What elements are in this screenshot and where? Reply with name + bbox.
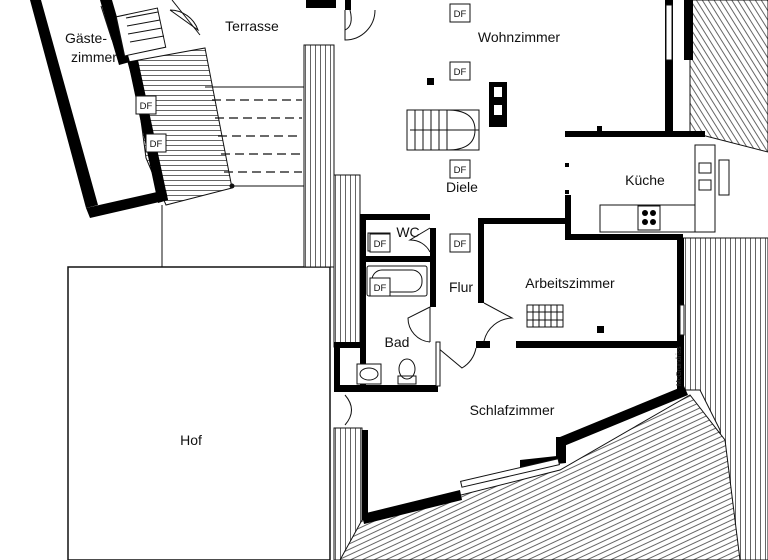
room-label-diele: Diele: [446, 179, 478, 195]
room-label-gaeste-2: zimmer: [71, 49, 117, 65]
wall-terrace-post: [345, 0, 351, 10]
wall-terrace-top: [306, 0, 336, 8]
roof-window-df-6: DF: [369, 277, 391, 297]
roof-central-strip-lower: [333, 174, 361, 348]
wall-bath-inner-vert: [334, 342, 340, 392]
wall-wc-bath-divider: [362, 256, 436, 262]
roof-window-df-5: DF: [369, 233, 391, 253]
door-courtyard: [344, 394, 352, 426]
door-work: [483, 302, 514, 342]
room-label-arbeitszimmer: Arbeitszimmer: [525, 275, 615, 291]
roof-window-df-7: DF: [135, 95, 157, 115]
toilet: [397, 358, 417, 385]
door-wc: [408, 227, 431, 253]
wall-sleep-diagonal: [362, 490, 462, 524]
wall-sleep-right-vert: [677, 348, 684, 392]
room-label-bad: Bad: [385, 334, 410, 350]
column-kitchen-1: [597, 126, 602, 131]
roof-window-df-4: DF: [449, 233, 471, 253]
wall-bath-inner: [334, 342, 360, 348]
door-guest-room: [169, 0, 201, 36]
credit-mark: McGrundriss: [676, 346, 683, 386]
roof-window-df-8: DF: [145, 133, 167, 153]
wall-kitchen-left: [565, 195, 571, 240]
df-label: DF: [454, 165, 467, 176]
df-label: DF: [454, 67, 467, 78]
door-sleep: [435, 341, 477, 387]
wall-wc-right: [430, 228, 436, 258]
terrace-pergola: [205, 86, 304, 189]
roof-top-right: [689, 0, 768, 153]
window-guest-room: [100, 5, 113, 41]
wall-bath-left: [360, 214, 366, 392]
wall-work-right: [677, 238, 684, 348]
df-label: DF: [150, 139, 163, 150]
door-terrace: [344, 9, 376, 41]
column-work: [597, 326, 604, 333]
df-label: DF: [374, 283, 387, 294]
wall-bath-right: [430, 262, 436, 307]
door-terrace-2: [344, 9, 352, 31]
df-label: DF: [454, 9, 467, 20]
room-label-kueche: Küche: [625, 172, 665, 188]
wall-living-top-right: [684, 0, 693, 60]
room-label-hof: Hof: [180, 432, 202, 448]
door-bath: [407, 306, 431, 343]
window-sleep-bottom: [460, 458, 560, 488]
room-label-wc: WC: [396, 224, 419, 240]
column-living: [427, 78, 434, 85]
roof-bottom-diagonal: [339, 394, 741, 560]
wall-flur-bottom: [476, 341, 490, 348]
room-label-terrasse: Terrasse: [225, 18, 279, 34]
wall-kitchen-top: [565, 131, 705, 137]
staircase-guest: [115, 7, 167, 57]
window-work-right: [679, 304, 685, 336]
wall-work-left: [478, 218, 484, 303]
column-kitchen-2: [565, 163, 569, 167]
ladder-work: [526, 304, 564, 328]
wall-bath-bottom: [334, 385, 438, 392]
wall-kitchen-bottom: [565, 234, 683, 240]
wall-guest-outer-left: [30, 0, 98, 208]
roof-central-strip-upper: [303, 44, 335, 268]
wall-work-top: [478, 218, 568, 224]
column-kitchen-3: [565, 190, 569, 194]
wall-sleep-diagonal-2: [560, 386, 688, 446]
roof-window-df-2: DF: [449, 61, 471, 81]
window-living-top: [665, 4, 673, 61]
df-label: DF: [454, 239, 467, 250]
room-label-wohnzimmer: Wohnzimmer: [478, 29, 561, 45]
roof-window-df-1: DF: [449, 3, 471, 23]
wall-work-bottom: [516, 341, 684, 348]
roof-window-df-3: DF: [449, 159, 471, 179]
staircase-main: [406, 109, 480, 151]
wall-guest-bottom: [86, 190, 168, 218]
wall-guest-top: [100, 0, 130, 65]
bath-sink: [356, 363, 382, 385]
room-label-gaeste-1: Gäste-: [65, 30, 107, 46]
kitchen-counter: [599, 144, 730, 233]
hof-area: [67, 266, 331, 560]
wall-wc-top: [362, 214, 430, 220]
chimney-block: [489, 82, 507, 127]
df-label: DF: [140, 101, 153, 112]
wall-living-right: [665, 0, 673, 133]
wall-sleep-left: [362, 430, 368, 520]
room-label-flur: Flur: [449, 279, 473, 295]
room-label-schlafzimmer: Schlafzimmer: [470, 402, 555, 418]
df-label: DF: [374, 239, 387, 250]
